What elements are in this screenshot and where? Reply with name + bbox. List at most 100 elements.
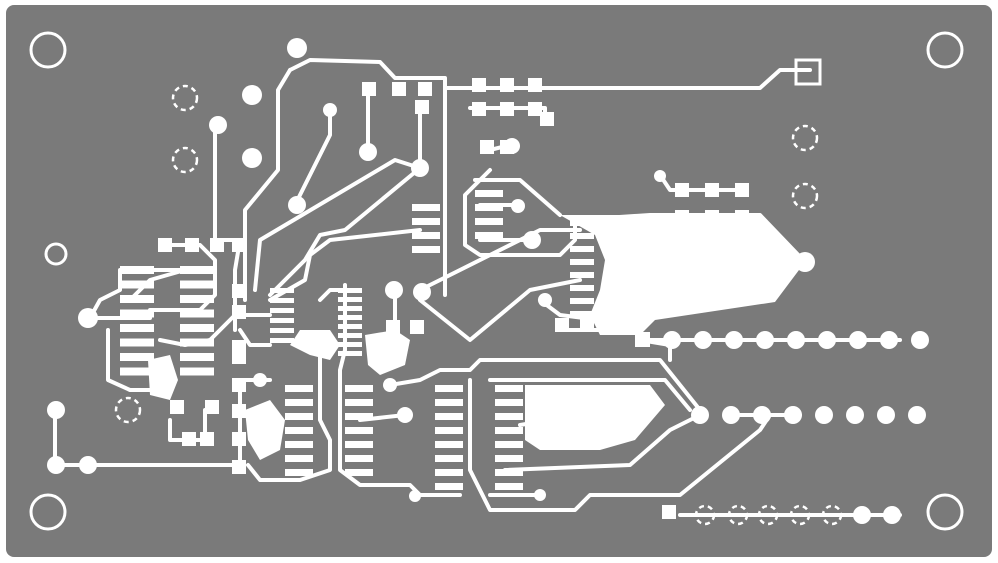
smd-pad-icon <box>630 233 654 239</box>
smd-pad-icon <box>338 324 362 329</box>
smd-pad-icon <box>345 413 373 420</box>
via-icon <box>523 231 541 249</box>
mounting-hole-icon <box>926 31 964 69</box>
smd-pad-icon <box>540 112 554 126</box>
via-icon <box>385 281 403 299</box>
via-icon <box>114 396 142 424</box>
smd-pad-icon <box>345 441 373 448</box>
smd-pad-icon <box>285 455 313 462</box>
smd-pad-icon <box>675 210 689 224</box>
header-pin-icon <box>787 331 805 349</box>
via-icon <box>242 85 262 105</box>
smd-pad-icon <box>412 232 440 239</box>
smd-pad-icon <box>480 140 494 154</box>
smd-pad-icon <box>170 400 184 414</box>
smd-pad-icon <box>180 338 214 347</box>
header-pin-icon <box>853 506 871 524</box>
smd-pad-icon <box>232 404 246 418</box>
smd-pad-icon <box>180 367 214 376</box>
header-pin-icon <box>849 331 867 349</box>
header-pin-icon <box>727 504 749 526</box>
via-icon <box>323 103 337 117</box>
smd-pad-icon <box>435 385 463 392</box>
smd-pad-icon <box>528 78 542 92</box>
via-icon <box>538 293 552 307</box>
smd-pad-icon <box>232 238 246 252</box>
smd-pad-icon <box>338 342 362 347</box>
via-icon <box>44 242 68 266</box>
smd-pad-icon <box>662 505 676 519</box>
smd-pad-icon <box>550 412 564 426</box>
smd-pad-icon <box>735 210 749 224</box>
smd-pad-icon <box>630 259 654 265</box>
header-pin-icon <box>694 331 712 349</box>
smd-pad-icon <box>345 399 373 406</box>
header-pin-icon <box>821 504 843 526</box>
smd-pad-icon <box>210 238 224 252</box>
smd-pad-icon <box>412 246 440 253</box>
smd-pad-icon <box>475 190 503 197</box>
smd-pad-icon <box>630 246 654 252</box>
via-icon <box>409 490 421 502</box>
header-pin-icon <box>818 331 836 349</box>
header-pin-icon <box>756 331 774 349</box>
smd-pad-icon <box>285 385 313 392</box>
smd-pad-icon <box>338 306 362 311</box>
header-pin-icon <box>784 406 802 424</box>
smd-pad-icon <box>495 441 523 448</box>
smd-pad-icon <box>120 309 154 318</box>
smd-pad-icon <box>232 305 246 319</box>
smd-pad-icon <box>412 218 440 225</box>
via-icon <box>288 196 306 214</box>
smd-pad-icon <box>435 483 463 490</box>
smd-pad-icon <box>270 298 294 303</box>
via-icon <box>581 411 595 425</box>
smd-pad-icon <box>495 385 523 392</box>
smd-pad-icon <box>495 469 523 476</box>
smd-pad-icon <box>495 413 523 420</box>
mounting-hole-icon <box>29 31 67 69</box>
header-pin-icon <box>883 506 901 524</box>
smd-pad-icon <box>285 469 313 476</box>
smd-pad-icon <box>285 399 313 406</box>
smd-pad-icon <box>120 338 154 347</box>
smd-pad-icon <box>475 218 503 225</box>
smd-pad-icon <box>338 288 362 293</box>
smd-pad-icon <box>418 82 432 96</box>
header-pin-icon <box>635 332 650 347</box>
smd-pad-icon <box>555 318 569 332</box>
smd-pad-icon <box>675 183 689 197</box>
via-icon <box>791 182 819 210</box>
header-pins <box>47 38 929 526</box>
smd-pad-icon <box>735 183 749 197</box>
smd-pad-icon <box>475 204 503 211</box>
smd-pad-icon <box>630 298 654 304</box>
smd-pad-icon <box>182 432 196 446</box>
smd-pad-icon <box>705 183 719 197</box>
mounting-holes <box>29 31 964 531</box>
header-pin-icon <box>846 406 864 424</box>
smd-pad-icon <box>630 311 654 317</box>
header-pin-icon <box>877 406 895 424</box>
smd-pad-icon <box>495 483 523 490</box>
smd-pad-icon <box>270 338 294 343</box>
via-icon <box>47 456 65 474</box>
via-icon <box>791 124 819 152</box>
mounting-hole-icon <box>926 493 964 531</box>
smd-pad-icon <box>410 320 424 334</box>
smd-pad-icon <box>530 392 544 406</box>
via-icon <box>795 252 815 272</box>
smd-pad-icon <box>285 413 313 420</box>
smd-pad-icon <box>570 220 594 226</box>
smd-pad-icon <box>415 100 429 114</box>
smd-pad-icon <box>472 102 486 116</box>
smd-pad-icon <box>345 427 373 434</box>
smd-pad-icon <box>705 210 719 224</box>
smd-pad-icon <box>232 460 246 474</box>
smd-pad-icon <box>435 427 463 434</box>
smd-pad-icon <box>412 204 440 211</box>
smd-pad-icon <box>495 399 523 406</box>
via-icon <box>171 84 199 112</box>
smd-pad-icon <box>270 288 294 293</box>
